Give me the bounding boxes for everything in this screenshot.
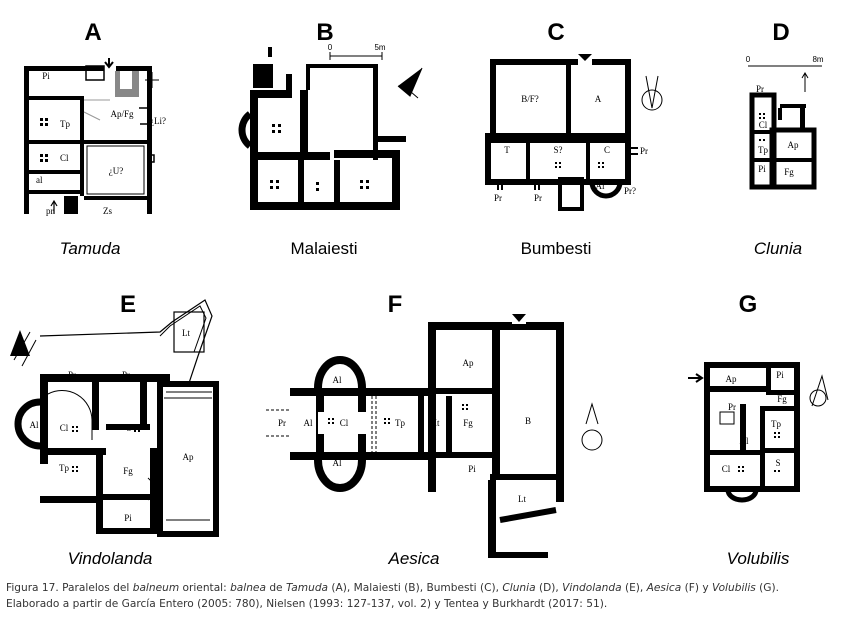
panel-e-letter: E [120, 291, 136, 318]
panel-d-walls [749, 92, 817, 190]
svg-text:0: 0 [328, 43, 333, 52]
panel-a-room-tp: Tp [60, 119, 70, 129]
panel-e-site: Vindolanda [68, 549, 153, 568]
figure-caption: Figura 17. Paralelos del balneum orienta… [6, 580, 852, 612]
panel-a-room-pr: pr [46, 206, 54, 216]
panel-c-room-prq: Pr? [624, 186, 636, 196]
panel-g-room-pr: Pr [728, 402, 736, 412]
panel-c-room-al: Al [596, 181, 605, 191]
panel-c-room-s: S? [554, 145, 563, 155]
panel-g-letter: G [739, 291, 758, 318]
panel-c: C B/F? A T S? C Pr Pr [485, 19, 663, 258]
panel-d-site: Clunia [754, 239, 802, 258]
panel-e-room-s: S [126, 423, 131, 433]
panel-g-room-ap: Ap [726, 374, 737, 384]
panel-d-scale: 0 8m [746, 55, 824, 92]
panel-e-room-pr2: Pr [122, 370, 130, 380]
panel-g-room-tp: Tp [771, 419, 781, 429]
panel-f: F [266, 291, 603, 568]
panel-d: D 0 8m Pr Cl Tp Ap Pi Fg Clun [746, 19, 824, 258]
panel-g-room-s: S [775, 458, 780, 468]
panel-e-room-al: Al [30, 420, 39, 430]
panel-a-room-cl: Cl [60, 153, 69, 163]
panel-c-room-a: A [595, 94, 602, 104]
panel-f-room-fg: Fg [463, 418, 473, 428]
caption-line-2: Elaborado a partir de García Entero (200… [6, 598, 608, 610]
panel-a-walls [24, 58, 159, 214]
panel-e-room-tp: Tp [59, 463, 69, 473]
panel-f-walls [266, 314, 603, 558]
panel-g-room-pi: Pi [776, 370, 784, 380]
panel-d-room-tp: Tp [758, 145, 768, 155]
panel-f-room-lt: Lt [518, 494, 526, 504]
svg-text:8m: 8m [812, 55, 823, 64]
panel-a-room-pi: Pi [42, 71, 50, 81]
panel-f-room-al1: Al [333, 375, 342, 385]
panel-d-room-cl: Cl [759, 120, 768, 130]
panel-f-room-cl: Cl [340, 418, 349, 428]
panel-a-room-u: ¿U? [109, 166, 124, 176]
panel-f-site: Aesica [387, 549, 439, 568]
panel-f-room-ht: Ht [431, 418, 440, 428]
panel-d-letter: D [772, 19, 789, 46]
panel-c-room-pr3: Pr [534, 193, 542, 203]
panel-c-room-bf: B/F? [521, 94, 539, 104]
figure-plate: A [10, 19, 829, 568]
panel-e-room-cl: Cl [60, 423, 69, 433]
panel-a: A [24, 19, 166, 258]
panel-e-room-lt: Lt [182, 328, 190, 338]
panel-c-room-c: C [604, 145, 610, 155]
panel-c-letter: C [547, 19, 564, 46]
svg-text:5m: 5m [374, 43, 385, 52]
panel-a-room-apfg: Ap/Fg [110, 109, 134, 119]
panel-g-site: Volubilis [727, 549, 790, 568]
panel-b-letter: B [316, 19, 333, 46]
panel-f-room-pr: Pr [278, 418, 286, 428]
panel-b-scale: 0 5m [328, 43, 386, 60]
panel-a-letter: A [84, 19, 101, 46]
panel-b-site: Malaiesti [290, 239, 357, 258]
panel-g-room-al: Al [740, 436, 749, 446]
panel-e-room-ap: Ap [183, 452, 194, 462]
panel-a-room-al: al [36, 175, 43, 185]
panel-g: G Ap [688, 291, 829, 568]
panel-f-letter: F [388, 291, 403, 318]
panel-f-room-b: B [525, 416, 531, 426]
svg-text:0: 0 [746, 55, 751, 64]
panel-c-walls [485, 54, 663, 211]
panel-e-walls [10, 299, 219, 537]
panel-b-walls [238, 47, 423, 210]
panel-e-room-pr1: Pr [68, 370, 76, 380]
panel-c-room-pr2: Pr [494, 193, 502, 203]
panel-d-room-ap: Ap [788, 140, 799, 150]
panel-g-room-cl: Cl [722, 464, 731, 474]
panel-f-room-al3: Al [304, 418, 313, 428]
panel-d-room-pi: Pi [758, 164, 766, 174]
panel-e-room-pi: Pi [124, 513, 132, 523]
panel-d-room-pr: Pr [756, 84, 764, 94]
panel-f-room-ap: Ap [463, 358, 474, 368]
panel-g-walls [688, 362, 829, 503]
panel-c-room-t: T [504, 145, 510, 155]
panel-f-room-tp: Tp [395, 418, 405, 428]
panel-d-room-fg: Fg [784, 167, 794, 177]
panel-e-room-pi2: Pi [150, 484, 158, 494]
panel-f-room-al2: Al [333, 458, 342, 468]
caption-line-1: Figura 17. Paralelos del balneum orienta… [6, 582, 780, 594]
panel-f-room-pi: Pi [468, 464, 476, 474]
panel-a-room-li: ¿Li? [150, 116, 166, 126]
panel-g-room-fg: Fg [777, 394, 787, 404]
panel-a-site: Tamuda [60, 239, 121, 258]
panel-c-room-pr1: Pr [640, 146, 648, 156]
panel-b: B 0 5m [238, 19, 423, 258]
panel-a-room-zs: Zs [103, 206, 112, 216]
panel-e-room-fg: Fg [123, 466, 133, 476]
panel-e: E [10, 291, 219, 568]
panel-c-site: Bumbesti [521, 239, 592, 258]
